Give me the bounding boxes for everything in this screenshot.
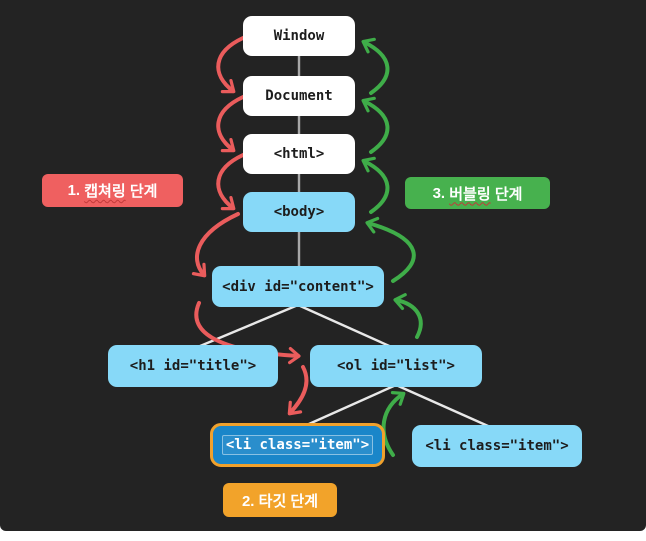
tree-connectors-diagonal <box>192 303 498 432</box>
node-window: Window <box>243 16 355 56</box>
bubbling-label-prefix: 3. <box>432 184 450 202</box>
bubbling-phase-label: 3. 버블링 단계 <box>405 177 550 209</box>
node-div-content: <div id="content"> <box>212 266 384 307</box>
capturing-label-suffix: 단계 <box>125 183 158 200</box>
node-html: <html> <box>243 134 355 174</box>
node-document: Document <box>243 76 355 116</box>
bubbling-label-word: 버블링 <box>449 185 491 203</box>
target-phase-label: 2. 타깃 단계 <box>223 483 337 517</box>
capturing-phase-label: 1. 캡쳐링 단계 <box>42 174 183 207</box>
target-selection-highlight: <li class="item"> <box>221 435 374 455</box>
bubbling-arrows <box>361 37 423 457</box>
capturing-label-prefix: 1. <box>67 182 85 199</box>
bubbling-label-suffix: 단계 <box>490 185 523 203</box>
node-li-target: <li class="item"> <box>210 423 385 467</box>
node-body: <body> <box>243 192 355 232</box>
capturing-label-word: 캡쳐링 <box>84 183 126 200</box>
node-h1-title: <h1 id="title"> <box>108 345 278 387</box>
node-ol-list: <ol id="list"> <box>310 345 482 387</box>
node-li-sibling: <li class="item"> <box>412 425 582 467</box>
